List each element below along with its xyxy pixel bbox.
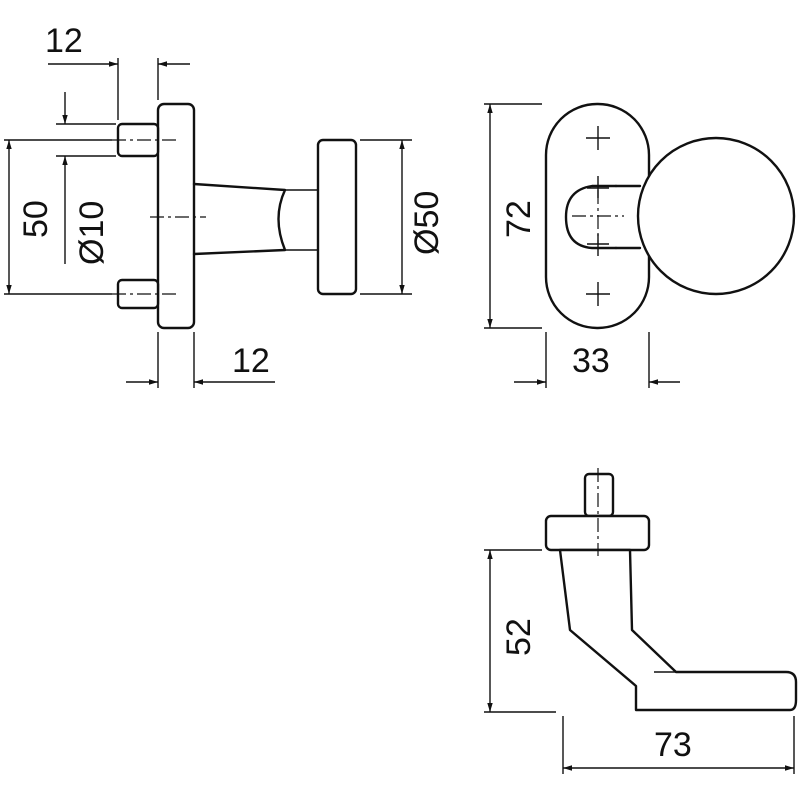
lever-pin <box>583 472 615 518</box>
dim-lever-height-label: 52 <box>500 618 538 656</box>
spindle-arc <box>564 184 618 250</box>
dim-top-width-label: 12 <box>45 22 83 60</box>
dim-knob-dia-label: Ø50 <box>408 191 446 255</box>
dim-bottom-depth-label: 12 <box>232 342 270 380</box>
dim-lever-length-label: 73 <box>654 726 692 764</box>
dim-spindle-dia-label: Ø10 <box>73 201 111 265</box>
side-view: 12 50 Ø10 Ø50 12 <box>4 22 446 388</box>
dim-plate-width-label: 33 <box>572 342 610 380</box>
lever-view: 52 73 <box>484 468 798 774</box>
dim-plate-height-label: 72 <box>500 200 538 238</box>
lever-body <box>558 548 798 712</box>
rose-plate <box>156 102 196 330</box>
dim-rose-height-label: 50 <box>17 200 55 238</box>
front-view: 72 33 <box>484 102 796 388</box>
knob-sphere <box>636 136 796 296</box>
knob-neck <box>192 182 287 256</box>
knob-disc <box>316 138 358 296</box>
